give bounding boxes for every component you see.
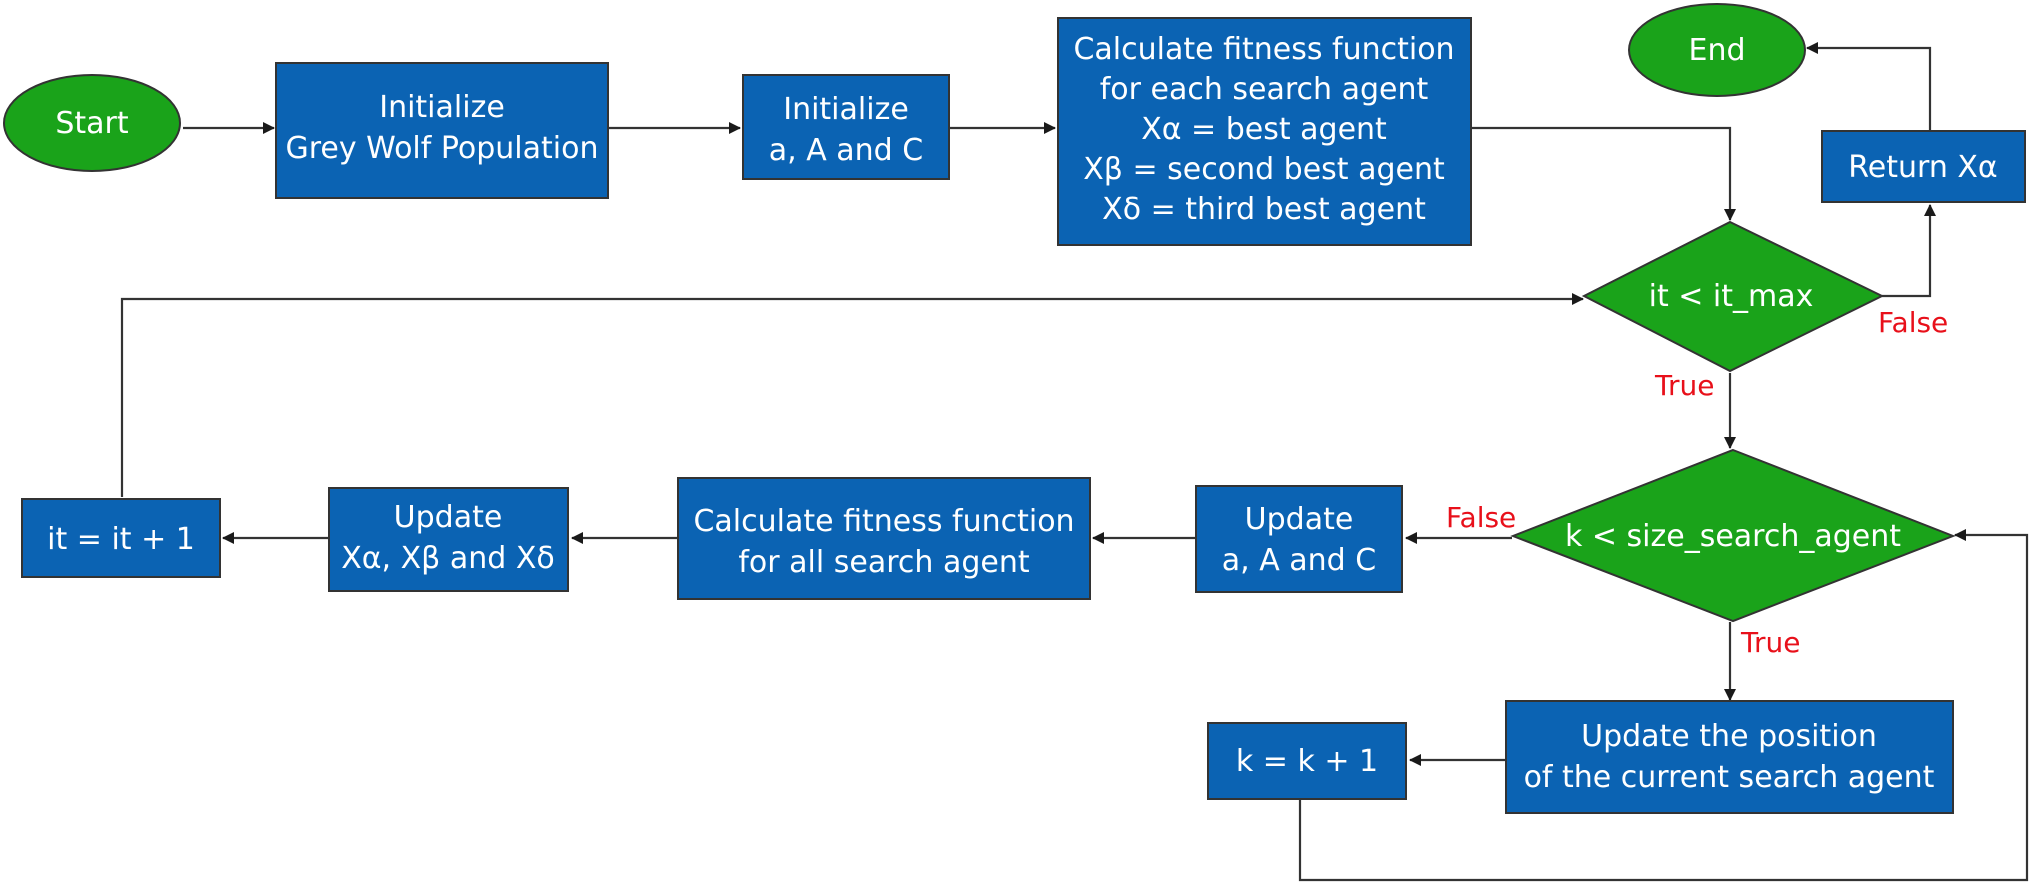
end-node: End: [1628, 3, 1806, 97]
calc-fitness-init-line-2: for each search agent: [1100, 72, 1429, 107]
calc-fitness-all-line-1: Calculate fitness function: [693, 504, 1074, 539]
update-params-line-1: Update: [1245, 502, 1354, 537]
decision-it-label: it < it_max: [1649, 279, 1814, 314]
it-increment-label: it = it + 1: [47, 522, 195, 557]
label-it-true: True: [1654, 369, 1714, 402]
edge-cond-it-false-to-return: [1882, 204, 1936, 298]
update-params-box: Update a, A and C: [1195, 485, 1403, 593]
calc-fitness-all-line-2: for all search agent: [738, 545, 1029, 580]
decision-k: k < size_search_agent: [1510, 448, 1956, 623]
calc-fitness-init-line-1: Calculate fitness function: [1073, 32, 1454, 67]
calc-fitness-init-line-4: Xβ = second best agent: [1083, 152, 1445, 187]
update-leaders-line-1: Update: [394, 500, 503, 535]
update-position-box: Update the position of the current searc…: [1505, 700, 1954, 814]
update-leaders-box: Update Xα, Xβ and Xδ: [328, 487, 569, 592]
init-population-line-2: Grey Wolf Population: [286, 131, 599, 166]
start-node: Start: [3, 74, 181, 172]
edge-fitness-to-cond-it: [1472, 126, 1736, 221]
return-alpha-box: Return Xα: [1821, 130, 2026, 203]
edge-it-inc-loop-to-cond-it: [120, 293, 1584, 497]
update-position-line-1: Update the position: [1581, 719, 1877, 754]
edge-k-inc-loop-to-cond-k: [1298, 529, 2029, 882]
calc-fitness-init-box: Calculate fitness function for each sear…: [1057, 17, 1472, 246]
label-k-false: False: [1446, 501, 1516, 534]
update-params-line-2: a, A and C: [1222, 543, 1376, 578]
label-it-false: False: [1878, 306, 1948, 339]
update-position-line-2: of the current search agent: [1524, 760, 1935, 795]
init-population-box: Initialize Grey Wolf Population: [275, 62, 609, 199]
calc-fitness-init-line-5: Xδ = third best agent: [1102, 192, 1426, 227]
k-increment-label: k = k + 1: [1236, 744, 1378, 779]
edge-return-to-end: [1806, 42, 1932, 130]
it-increment-box: it = it + 1: [21, 498, 221, 578]
calc-fitness-init-line-3: Xα = best agent: [1141, 112, 1387, 147]
return-alpha-label: Return Xα: [1848, 150, 1997, 185]
decision-k-label: k < size_search_agent: [1565, 519, 1901, 554]
connectors: [120, 42, 2029, 882]
calc-fitness-all-box: Calculate fitness function for all searc…: [677, 477, 1091, 600]
init-params-box: Initialize a, A and C: [742, 74, 950, 180]
k-increment-box: k = k + 1: [1207, 722, 1407, 800]
init-params-line-1: Initialize: [783, 92, 909, 127]
decision-it: it < it_max: [1581, 220, 1885, 373]
init-params-line-2: a, A and C: [769, 133, 923, 168]
label-k-true: True: [1740, 626, 1800, 659]
init-population-line-1: Initialize: [379, 90, 505, 125]
start-label: Start: [55, 106, 129, 141]
update-leaders-line-2: Xα, Xβ and Xδ: [341, 541, 555, 576]
end-label: End: [1688, 33, 1745, 68]
